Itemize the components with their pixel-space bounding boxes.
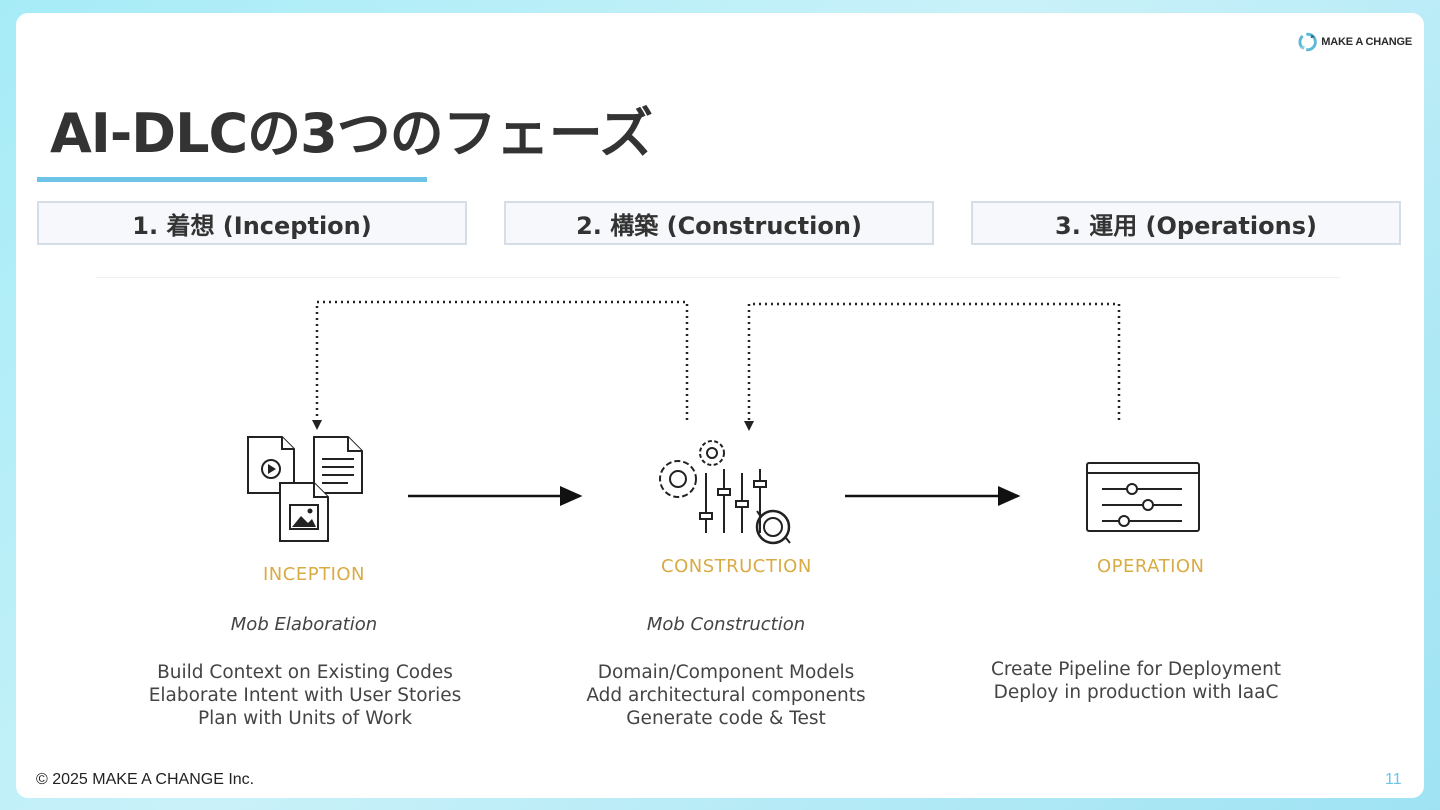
page-title: AI-DLCの3つのフェーズ: [50, 102, 653, 165]
divider: [96, 277, 1341, 278]
description-line: Elaborate Intent with User Stories: [148, 685, 462, 706]
phase-flow-diagram: [247, 300, 1200, 545]
phase-box-operations: 3. 運用 (Operations): [971, 201, 1401, 245]
gears-sliders-icon: [659, 440, 791, 545]
description-line: Domain/Component Models: [597, 662, 855, 683]
description-inception: Build Context on Existing Codes Elaborat…: [149, 661, 462, 730]
description-line: Plan with Units of Work: [197, 708, 413, 729]
page-number: 11: [1385, 771, 1402, 788]
footer-copyright: © 2025 MAKE A CHANGE Inc.: [36, 771, 255, 788]
phase-box-inception: 1. 着想 (Inception): [37, 201, 467, 245]
method-inception: Mob Elaboration: [230, 614, 378, 635]
description-construction: Domain/Component Models Add architectura…: [586, 661, 865, 730]
control-panel-icon: [1086, 462, 1200, 532]
brand-logo: MAKE A CHANGE: [1297, 31, 1412, 53]
slide: MAKE A CHANGE AI-DLCの3つのフェーズ 1. 着想 (Ince…: [16, 13, 1424, 798]
stage-label-construction: CONSTRUCTION: [661, 556, 812, 577]
feedback-arrow-construction-to-inception: [315, 300, 689, 420]
documents-icon: [247, 436, 363, 542]
method-construction: Mob Construction: [646, 614, 806, 635]
description-line: Build Context on Existing Codes: [157, 662, 453, 683]
description-operation: Create Pipeline for Deployment Deploy in…: [991, 658, 1281, 704]
logo-text: MAKE A CHANGE: [1321, 36, 1412, 48]
phase-box-construction: 2. 構築 (Construction): [504, 201, 934, 245]
stage-label-inception: INCEPTION: [263, 564, 366, 585]
recycle-logo-icon: [1298, 32, 1317, 52]
description-line: Create Pipeline for Deployment: [990, 659, 1282, 680]
title-underline: [37, 177, 427, 182]
stage-label-operation: OPERATION: [1097, 556, 1205, 577]
description-line: Add architectural components: [586, 685, 866, 706]
description-line: Deploy in production with IaaC: [993, 682, 1279, 703]
description-line: Generate code & Test: [626, 708, 826, 729]
feedback-arrow-operation-to-construction: [747, 302, 1121, 421]
